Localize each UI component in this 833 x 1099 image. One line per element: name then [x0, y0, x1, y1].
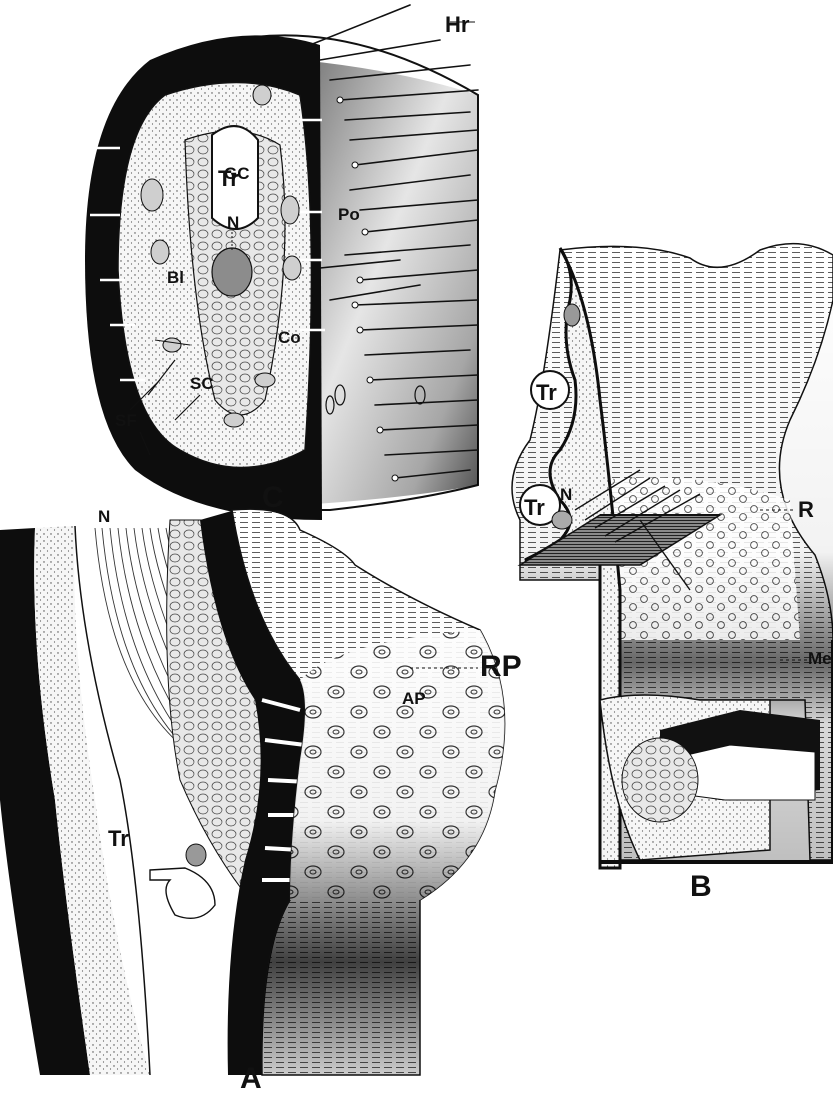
panel-c-label-sf: SF	[115, 412, 137, 429]
panel-a-label-n: N	[98, 508, 110, 525]
panel-c-label-po: Po	[338, 206, 360, 223]
panel-c-label-bl: Bl	[167, 269, 184, 286]
panel-a-label-ap: AP	[402, 690, 426, 707]
panel-c-drawing	[85, 5, 478, 520]
panel-a-drawing	[0, 509, 505, 1075]
panel-b-label-n: N	[560, 486, 572, 503]
panel-c-label-tr: Tr	[218, 168, 239, 190]
panel-a-label-tr: Tr	[108, 828, 129, 850]
panel-a-letter: A	[240, 1064, 262, 1094]
panel-b-label-tr-upper: Tr	[536, 382, 557, 404]
panel-c-label-hr: Hr	[445, 14, 469, 36]
panel-b-letter: B	[690, 872, 712, 902]
panel-c-label-co: Co	[278, 329, 301, 346]
panel-b-label-me: Me	[808, 650, 832, 667]
panel-c-label-n: N	[227, 214, 239, 231]
panel-b-label-tr-lower: Tr	[524, 497, 545, 519]
panel-b-label-r: R	[798, 499, 814, 521]
panel-c-label-sc: SC	[190, 375, 214, 392]
panel-b-drawing	[512, 244, 833, 868]
panel-a-label-rp: RP	[480, 652, 522, 682]
panel-c-letter: C	[262, 483, 284, 513]
